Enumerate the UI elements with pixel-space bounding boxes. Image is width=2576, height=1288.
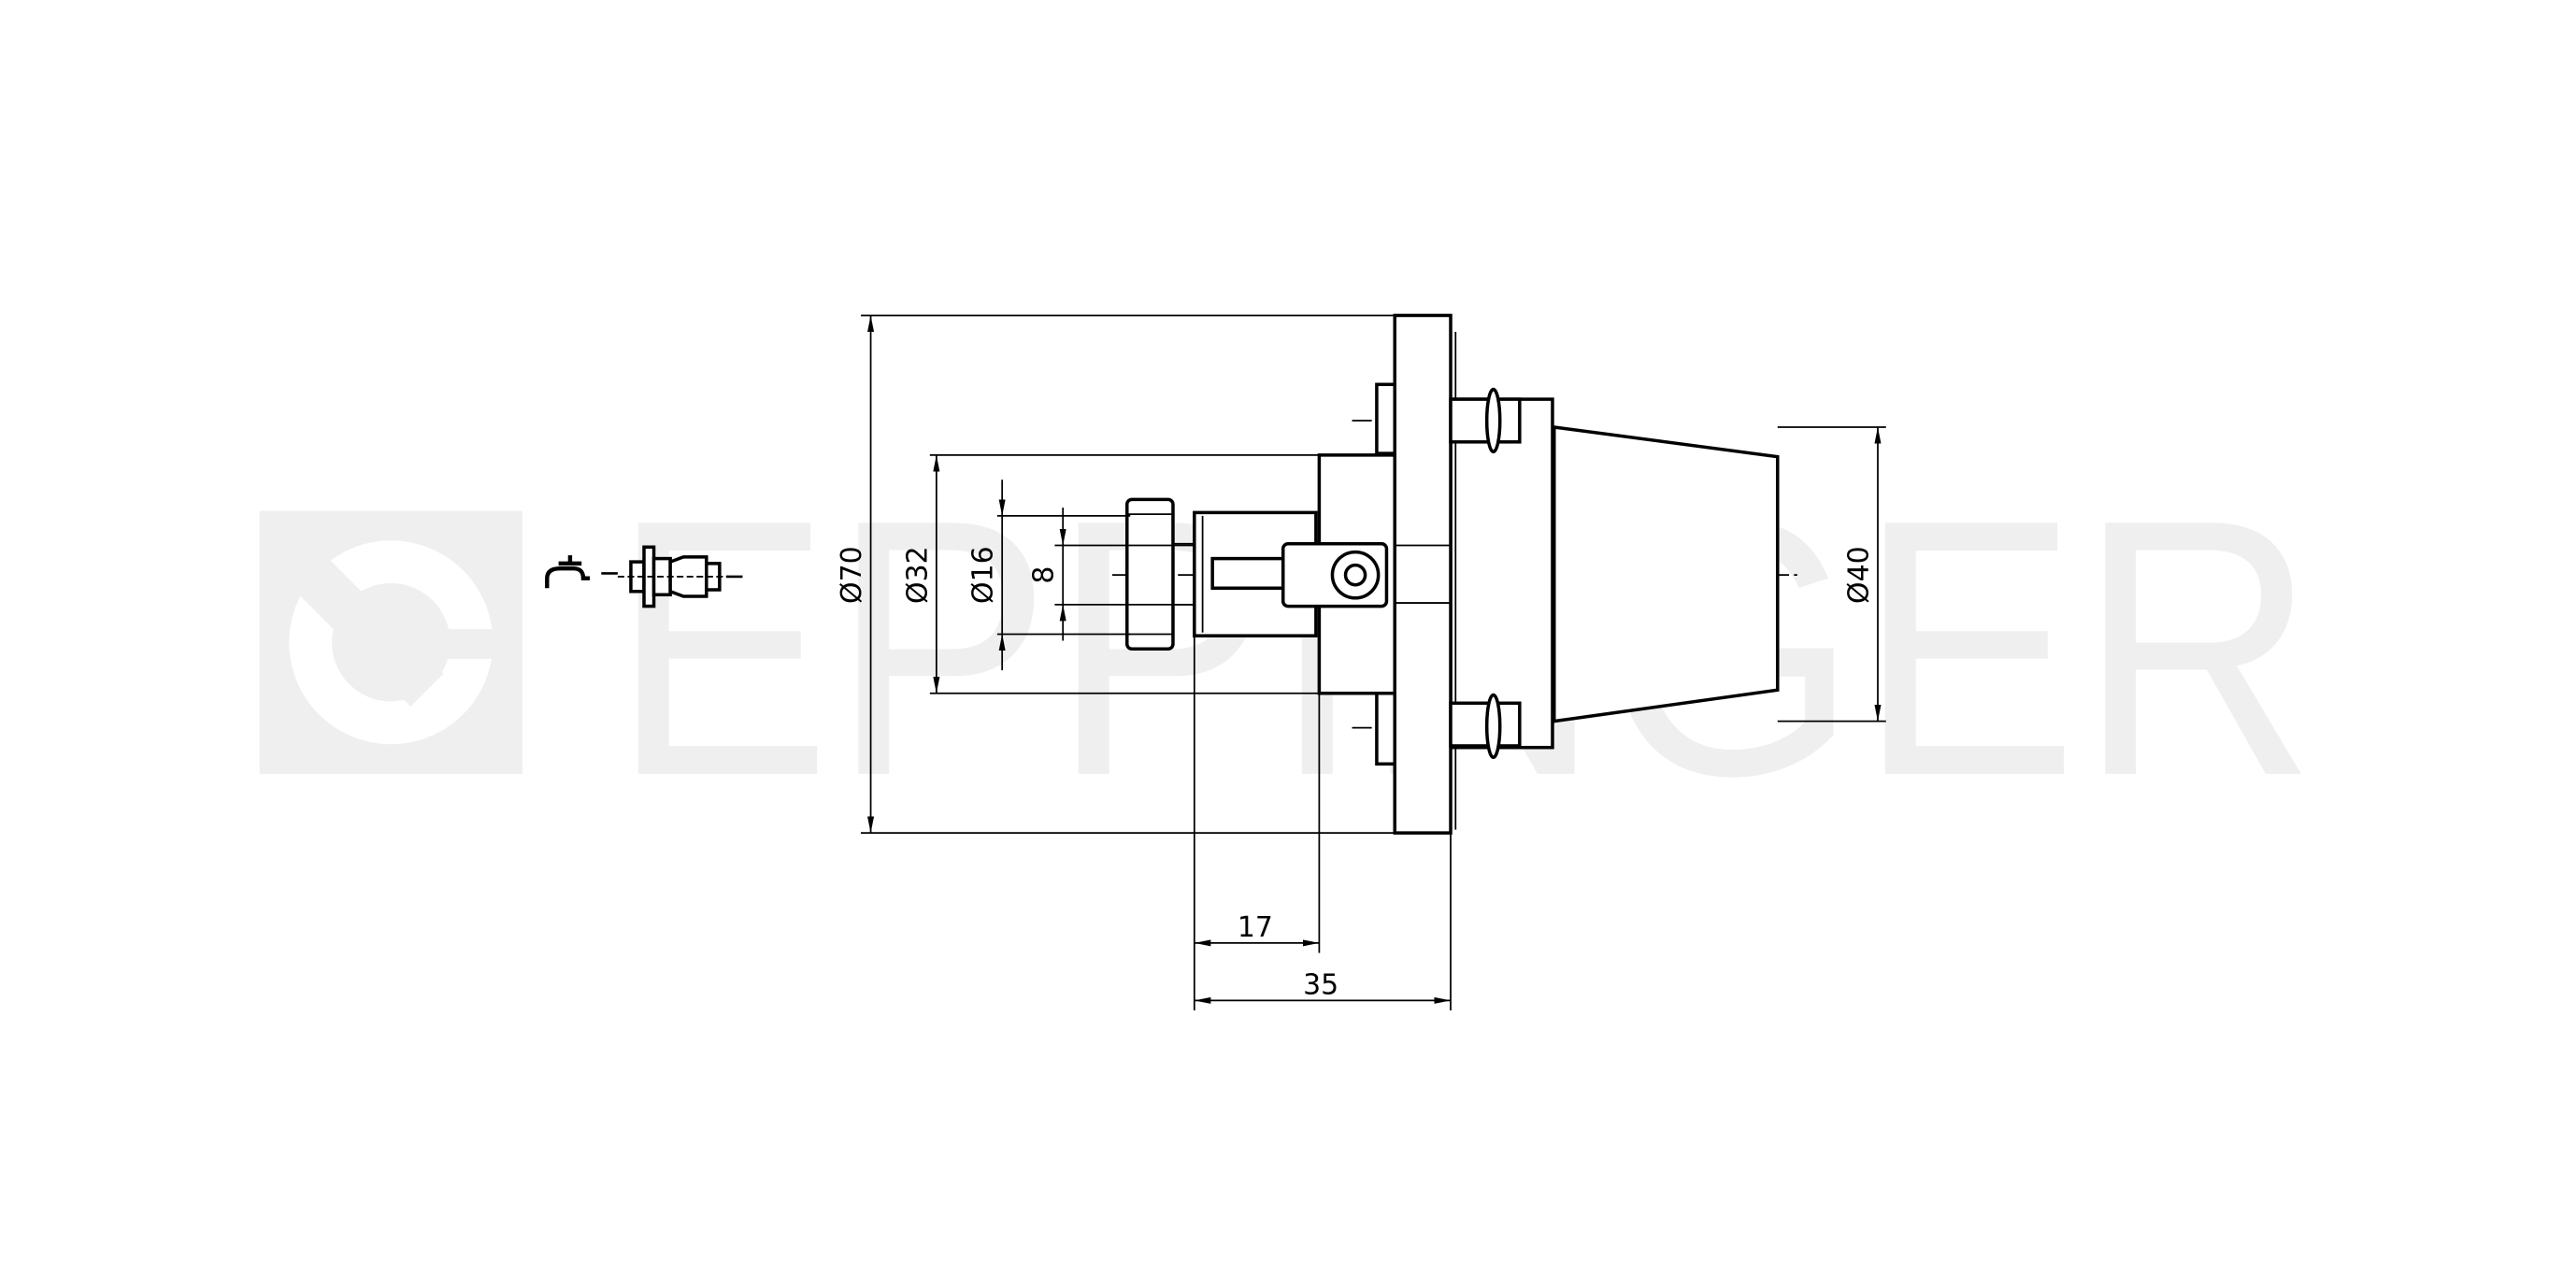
eppinger-logo: [259, 510, 522, 774]
dimension-lines: [867, 315, 1882, 1004]
dim-label-d16: Ø16: [967, 546, 1000, 604]
dim-label-8: 8: [1028, 566, 1061, 584]
tool-holder-part: [1124, 313, 1780, 835]
dim-label-d40: Ø40: [1842, 546, 1875, 604]
dim-label-d32: Ø32: [901, 546, 934, 604]
faucet-icon: [545, 555, 618, 589]
dim-label-d70: Ø70: [836, 546, 868, 604]
dim-label-17: 17: [1238, 911, 1273, 944]
dim-label-35: 35: [1303, 968, 1338, 1001]
tool-holder-icon: [617, 545, 743, 608]
extension-lines: [861, 314, 1886, 1010]
eppinger-watermark: EPPINGER: [259, 444, 2316, 852]
